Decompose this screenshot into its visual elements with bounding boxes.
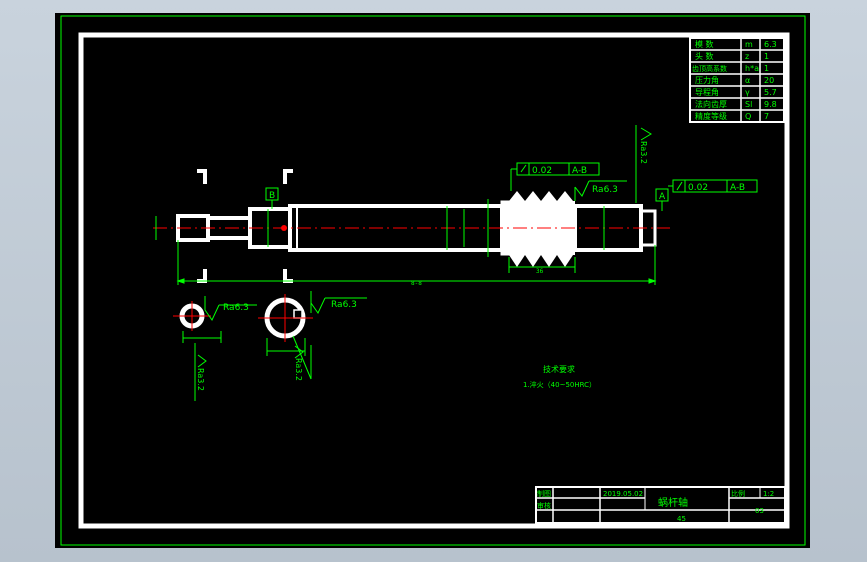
outer-border [60, 15, 806, 546]
datum-a: A [655, 188, 669, 211]
worm-roughness-value: Ra6.3 [592, 185, 618, 195]
main-view-dimensions [155, 199, 657, 285]
param-value: 1 [764, 64, 769, 73]
param-symbol: Q [745, 112, 751, 121]
end-runout-tolerance: 0.02 A-B [668, 179, 758, 193]
overall-length-dim: 8-8 [411, 280, 422, 287]
drawn-label: 制图 [537, 489, 551, 498]
param-value: 9.8 [764, 100, 777, 109]
end-runout-value: 0.02 [688, 183, 708, 193]
title-block: 制图 审核 2019.05.02 蜗杆轴 45 比例 1:2 03 [535, 486, 786, 524]
param-symbol: z [745, 52, 749, 61]
param-value: 5.7 [764, 88, 777, 97]
end-runout-datum: A-B [730, 183, 745, 193]
param-value: 7 [764, 112, 769, 121]
drawing-frame [78, 32, 790, 529]
param-label: 模 数 [695, 39, 714, 49]
sheet-number: 03 [755, 507, 764, 515]
shaft-main-view [176, 169, 657, 283]
cad-drawing: 模 数 m 6.3 头 数 z 1 齿顶高系数 h*a 1 压力角 α 20 导… [60, 15, 806, 546]
end-roughness: Ra3.2 [635, 125, 652, 203]
datum-b-label: B [269, 191, 275, 201]
notes-heading: 技术要求 [543, 364, 575, 374]
param-symbol: Sl [745, 100, 752, 109]
param-label: 导程角 [695, 87, 719, 97]
scale-label: 比例 [731, 489, 745, 498]
param-label: 法向齿厚 [695, 99, 727, 109]
param-label: 压力角 [695, 75, 719, 85]
section2-roughness: Ra6.3 [331, 300, 357, 310]
worm-runout-datum: A-B [572, 166, 587, 176]
worm-length-dim: 36 [536, 268, 544, 275]
param-label: 齿顶高系数 [692, 64, 727, 73]
worm-threads [502, 191, 575, 267]
parameter-table: 模 数 m 6.3 头 数 z 1 齿顶高系数 h*a 1 压力角 α 20 导… [689, 37, 785, 123]
section1-side-roughness: Ra3.2 [196, 368, 205, 391]
param-symbol: α [745, 76, 750, 85]
keyway-mark [281, 225, 287, 231]
scale-value: 1:2 [763, 490, 774, 498]
section1-roughness: Ra6.3 [223, 303, 249, 313]
datum-a-label: A [659, 192, 666, 202]
checked-label: 审核 [537, 501, 551, 510]
cross-section-1: Ra6.3 Ra3.2 [173, 296, 257, 401]
technical-notes: 技术要求 1.淬火（40~50HRC） [523, 364, 596, 389]
worm-runout-tolerance: 0.02 A-B [510, 162, 600, 191]
drawing-viewport[interactable]: 模 数 m 6.3 头 数 z 1 齿顶高系数 h*a 1 压力角 α 20 导… [55, 13, 810, 548]
end-roughness-value: Ra3.2 [639, 141, 648, 164]
param-symbol: h*a [745, 64, 759, 73]
worm-runout-value: 0.02 [532, 166, 552, 176]
param-value: 6.3 [764, 40, 777, 49]
notes-item-1: 1.淬火（40~50HRC） [523, 380, 596, 389]
param-label: 头 数 [695, 51, 714, 61]
param-symbol: m [745, 40, 753, 49]
datum-b: B [265, 187, 279, 209]
param-label: 精度等级 [695, 111, 727, 121]
part-name: 蜗杆轴 [658, 496, 688, 509]
section2-side-roughness: Ra3.2 [294, 358, 303, 381]
drawn-date: 2019.05.02 [603, 490, 643, 498]
cross-section-2: Ra6.3 Ra3.2 [258, 291, 367, 381]
material: 45 [677, 515, 686, 523]
param-value: 1 [764, 52, 769, 61]
worm-roughness: Ra6.3 [574, 180, 627, 201]
param-value: 20 [764, 76, 774, 85]
param-symbol: γ [745, 88, 750, 97]
